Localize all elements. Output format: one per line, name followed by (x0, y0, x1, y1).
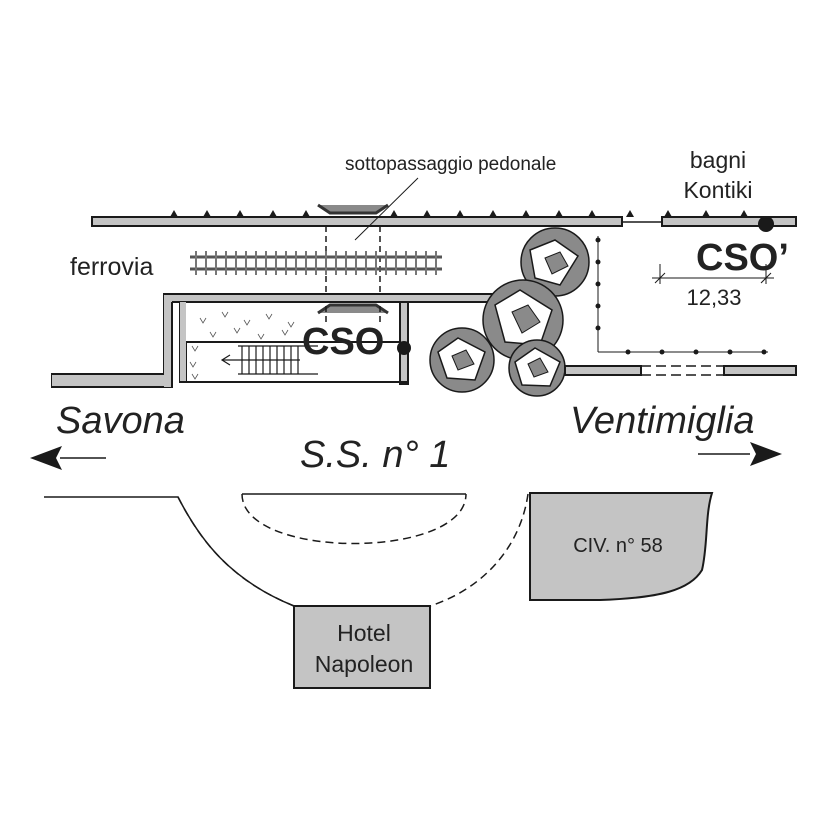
beach-label-line1: bagni (690, 147, 746, 173)
underpass-tunnel (325, 226, 381, 322)
underpass-leader-line (354, 177, 419, 241)
underpass-outlet-top (317, 203, 389, 215)
road-label: S.S. n° 1 (300, 434, 450, 476)
arrow-right-icon (698, 442, 782, 466)
underpass-label: sottopassaggio pedonale (345, 154, 556, 175)
railway-label: ferrovia (70, 253, 153, 281)
distance-label: 12,33 (686, 285, 741, 310)
tree-icon (508, 339, 566, 397)
distance-dimension (652, 264, 774, 284)
beach-label-line2: Kontiki (683, 177, 752, 203)
savona-label: Savona (56, 400, 185, 442)
cso-point-icon (397, 341, 411, 355)
tree-group (429, 227, 590, 397)
cso-prime-point-icon (758, 216, 774, 232)
arrow-left-icon (30, 446, 106, 470)
hotel-label-line1: Hotel (337, 620, 391, 646)
seawall (91, 210, 797, 227)
hotel-block (293, 605, 431, 689)
ventimiglia-label: Ventimiglia (570, 400, 754, 442)
cso-prime-label: CSO’ (696, 237, 789, 279)
stairs (220, 345, 318, 375)
dotted-fence (595, 236, 768, 355)
civic-block (529, 492, 714, 601)
road-layout (44, 493, 529, 607)
grass-area (189, 311, 295, 380)
hotel-label-line2: Napoleon (315, 651, 413, 677)
civic-number-label: CIV. n° 58 (573, 535, 663, 557)
tree-icon (429, 327, 495, 393)
railway-track (190, 251, 442, 275)
right-wall (564, 365, 797, 376)
underpass-outlet-bottom (317, 303, 389, 315)
cso-label: CSO (302, 321, 384, 363)
